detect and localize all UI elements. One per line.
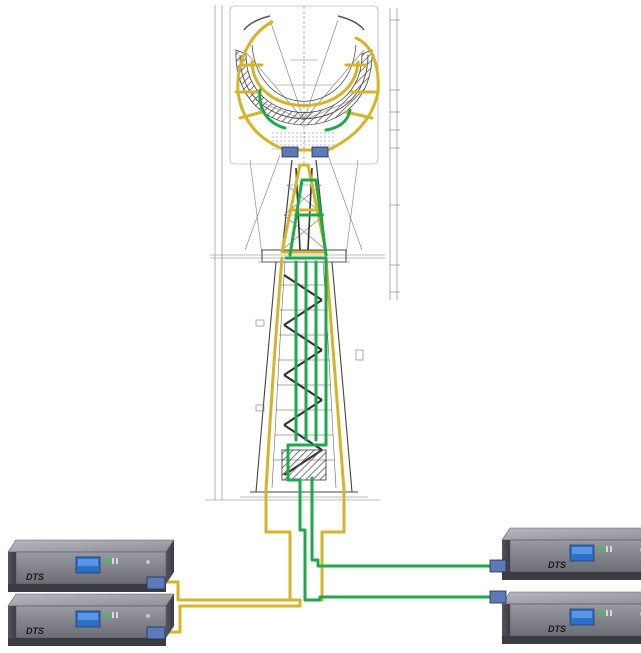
- fiber-route-green: [258, 88, 494, 602]
- fiber-connector-2: [146, 626, 166, 640]
- dts-unit-label: DTS: [548, 560, 566, 570]
- dts-unit-2: DTS: [7, 593, 175, 647]
- bowl-connector-left: [281, 146, 299, 158]
- dts-unit-3: DTS: [501, 527, 641, 581]
- fiber-connector-4: [489, 590, 507, 604]
- fiber-connector-1: [146, 576, 166, 590]
- dts-unit-label: DTS: [26, 572, 44, 582]
- fiber-connector-3: [489, 559, 507, 573]
- dts-unit-label: DTS: [26, 626, 44, 636]
- bowl-rim: [243, 15, 365, 31]
- dts-unit-4: DTS: [501, 591, 641, 645]
- dts-unit-label: DTS: [548, 624, 566, 634]
- dts-unit-1: DTS: [7, 539, 175, 593]
- bowl-connector-right: [311, 146, 329, 158]
